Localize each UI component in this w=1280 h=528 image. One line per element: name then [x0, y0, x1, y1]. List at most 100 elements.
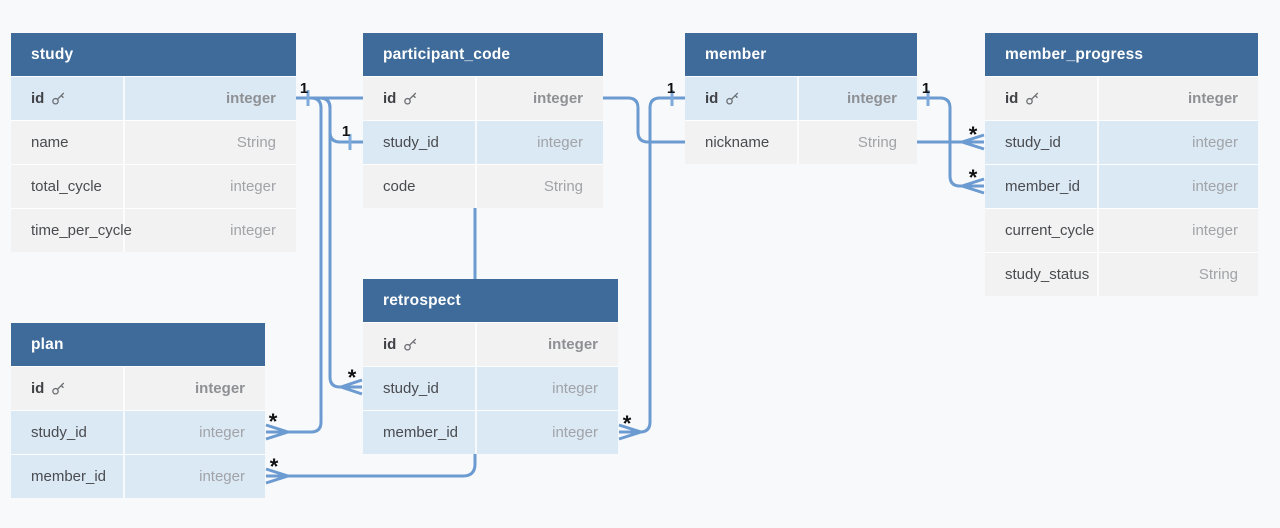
table-title: member_progress: [1005, 45, 1144, 63]
table-header-plan[interactable]: plan: [11, 323, 265, 366]
column-type: integer: [552, 380, 598, 397]
column-name: id: [383, 90, 397, 107]
column-row-plan-member_id[interactable]: member_id integer: [11, 454, 265, 498]
column-name: id: [31, 380, 45, 397]
cardinality-one-label: 1: [922, 80, 930, 97]
relationship-line-study-to-retrospect-study_id: [296, 96, 362, 389]
relationship-line-member-to-member_progress-member_id: [917, 96, 984, 188]
column-type: integer: [199, 468, 245, 485]
cardinality-many-label: *: [270, 454, 279, 479]
crow-foot-marker: [340, 378, 363, 396]
column-type: integer: [547, 336, 598, 353]
table-member[interactable]: member id integer nickname String: [685, 33, 917, 164]
column-name: member_id: [1005, 178, 1081, 195]
column-row-member_progress-study_id[interactable]: study_id integer: [985, 120, 1258, 164]
column-row-plan-id[interactable]: id integer: [11, 366, 265, 410]
column-row-plan-study_id[interactable]: study_id integer: [11, 410, 265, 454]
table-header-member_progress[interactable]: member_progress: [985, 33, 1258, 76]
primary-key-icon: [51, 381, 66, 396]
column-row-retrospect-id[interactable]: id integer: [363, 322, 618, 366]
primary-key-icon: [403, 337, 418, 352]
column-type: String: [236, 134, 276, 151]
column-type: integer: [1187, 90, 1238, 107]
crow-foot-marker: [961, 133, 985, 151]
column-row-member_progress-id[interactable]: id integer: [985, 76, 1258, 120]
column-type: integer: [225, 90, 276, 107]
column-type: integer: [532, 90, 583, 107]
cardinality-one-label: 1: [667, 80, 675, 97]
column-name: total_cycle: [31, 178, 102, 195]
column-row-member-id[interactable]: id integer: [685, 76, 917, 120]
cardinality-one-label: 1: [300, 80, 308, 97]
table-title: study: [31, 45, 74, 63]
cardinality-many-label: *: [969, 122, 978, 147]
column-row-member_progress-current_cycle[interactable]: current_cycle integer: [985, 208, 1258, 252]
column-row-study-name[interactable]: name String: [11, 120, 296, 164]
table-header-participant_code[interactable]: participant_code: [363, 33, 603, 76]
table-title: retrospect: [383, 291, 461, 309]
crow-foot-marker: [618, 423, 642, 441]
column-name: time_per_cycle: [31, 222, 132, 239]
column-name: nickname: [705, 134, 770, 151]
primary-key-icon: [725, 91, 740, 106]
column-type: integer: [1192, 134, 1238, 151]
column-row-study-time_per_cycle[interactable]: time_per_cycle integer: [11, 208, 296, 252]
column-type: String: [1198, 266, 1238, 283]
table-header-study[interactable]: study: [11, 33, 296, 76]
crow-foot-marker: [265, 467, 289, 485]
cardinality-many-label: *: [269, 409, 278, 434]
column-type: integer: [1192, 178, 1238, 195]
column-name: code: [383, 178, 416, 195]
column-row-participant_code-id[interactable]: id integer: [363, 76, 603, 120]
cardinality-one-label: 1: [342, 123, 350, 140]
table-title: participant_code: [383, 45, 511, 63]
column-type: integer: [846, 90, 897, 107]
column-name: id: [705, 90, 719, 107]
crow-foot-marker: [265, 423, 289, 441]
column-name: current_cycle: [1005, 222, 1095, 239]
column-row-member-nickname[interactable]: nickname String: [685, 120, 917, 164]
column-name: id: [1005, 90, 1019, 107]
primary-key-icon: [403, 91, 418, 106]
column-row-participant_code-code[interactable]: code String: [363, 164, 603, 208]
column-type: String: [543, 178, 583, 195]
column-type: integer: [199, 424, 245, 441]
column-name: id: [383, 336, 397, 353]
column-name: study_status: [1005, 266, 1090, 283]
column-type: integer: [194, 380, 245, 397]
column-name: study_id: [383, 380, 439, 397]
crow-foot-marker: [961, 177, 985, 195]
cardinality-many-label: *: [348, 365, 357, 390]
column-name: name: [31, 134, 69, 151]
column-row-member_progress-study_status[interactable]: study_status String: [985, 252, 1258, 296]
column-type: String: [857, 134, 897, 151]
column-row-member_progress-member_id[interactable]: member_id integer: [985, 164, 1258, 208]
column-name: member_id: [31, 468, 107, 485]
table-retrospect[interactable]: retrospect id integer study_id integer member…: [363, 279, 618, 454]
primary-key-icon: [1025, 91, 1040, 106]
cardinality-many-label: *: [623, 411, 632, 436]
relationship-line-study-to-member_progress-study_id: [296, 96, 984, 144]
column-type: integer: [1192, 222, 1238, 239]
column-name: study_id: [1005, 134, 1061, 151]
table-title: plan: [31, 335, 64, 353]
column-row-retrospect-study_id[interactable]: study_id integer: [363, 366, 618, 410]
table-header-member[interactable]: member: [685, 33, 917, 76]
table-title: member: [705, 45, 767, 63]
column-type: integer: [537, 134, 583, 151]
primary-key-icon: [51, 91, 66, 106]
column-name: study_id: [31, 424, 87, 441]
column-name: member_id: [383, 424, 459, 441]
column-type: integer: [230, 222, 276, 239]
cardinality-many-label: *: [969, 165, 978, 190]
table-header-retrospect[interactable]: retrospect: [363, 279, 618, 322]
